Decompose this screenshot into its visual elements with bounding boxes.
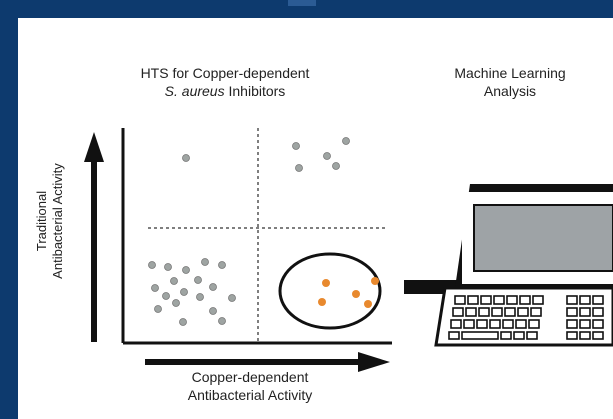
gray-dot [323,152,331,160]
hts-title-suffix: Inhibitors [224,83,286,99]
y-axis-label: Traditional Antibacterial Activity [34,121,66,321]
gray-dot [148,261,156,269]
gray-dot [201,258,209,266]
gray-dot [151,284,159,292]
gray-dot [292,142,300,150]
orange-dot [322,279,330,287]
orange-dot [318,298,326,306]
orange-dot [364,300,372,308]
gray-dot [342,137,350,145]
gray-dot [194,276,202,284]
computer-icon [455,184,613,288]
gray-dot [209,307,217,315]
ml-title-line1: Machine Learning [454,65,566,81]
gray-dot [170,277,178,285]
gray-dot [209,283,217,291]
orange-dot [371,277,379,285]
gray-dot [295,164,303,172]
top-tab [288,0,316,6]
gray-dots [148,137,350,326]
gray-dot [182,266,190,274]
x-label-line2: Antibacterial Activity [187,387,313,403]
x-arrow-head [358,352,390,372]
gray-dot [164,263,172,271]
selection-ellipse [278,252,382,330]
hts-title-line1: HTS for Copper-dependent [140,65,310,81]
gray-dot [179,318,187,326]
x-axis-label: Copper-dependent Antibacterial Activity [145,368,355,404]
y-arrow-head [84,132,104,162]
x-label-line1: Copper-dependent [191,369,309,385]
gray-dot [162,292,170,300]
monitor-screen [473,204,613,272]
hts-title-line2: S. aureus Inhibitors [100,82,350,100]
gray-dot [182,154,190,162]
y-label-line2: Antibacterial Activity [50,163,65,279]
gray-dot [154,305,162,313]
hts-title: HTS for Copper-dependent S. aureus Inhib… [100,64,350,100]
y-label-line1: Traditional [34,190,49,252]
gray-dot [332,162,340,170]
gray-dot [172,299,180,307]
gray-dot [196,293,204,301]
keyboard-keys [448,295,604,340]
gray-dot [218,317,226,325]
ml-title: Machine Learning Analysis [420,64,600,100]
gray-dot [228,294,236,302]
species-name: S. aureus [164,83,225,99]
orange-dot [352,290,360,298]
keyboard-icon [434,286,613,347]
ml-title-line2: Analysis [483,83,537,99]
gray-dot [218,261,226,269]
gray-dot [180,288,188,296]
orange-dots [318,277,379,308]
